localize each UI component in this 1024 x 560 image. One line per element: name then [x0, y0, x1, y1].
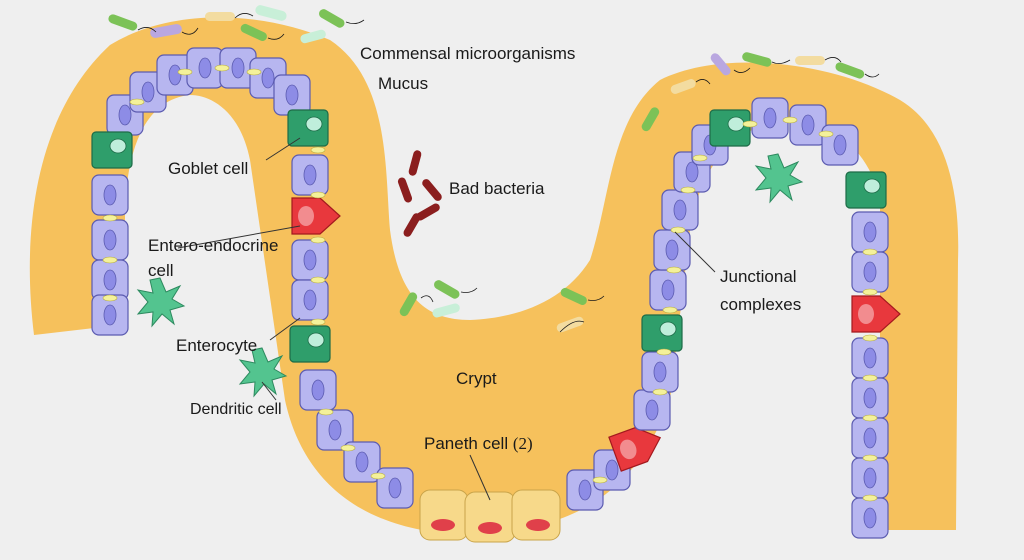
bad-bacteria	[396, 149, 444, 239]
label-entero-endocrine-line1: Entero-endocrine	[148, 236, 279, 255]
leader-lines	[177, 137, 716, 501]
label-entero-endocrine-line2: cell	[148, 261, 174, 280]
label-paneth-count: (2)	[512, 434, 533, 453]
label-commensal-microorganisms: Commensal microorganisms	[360, 44, 576, 63]
label-goblet-cell: Goblet cell	[168, 159, 249, 178]
label-paneth-cell: Paneth cell (2)	[424, 434, 533, 454]
dendritic-cell-left	[137, 277, 185, 327]
label-junctional-line2: complexes	[720, 295, 802, 314]
paneth-cells	[419, 489, 561, 543]
label-bad-bacteria: Bad bacteria	[449, 179, 545, 198]
label-dendritic-cell: Dendritic cell	[190, 401, 282, 418]
label-paneth-cell-text: Paneth cell	[424, 434, 509, 453]
label-enterocyte: Enterocyte	[176, 336, 258, 355]
label-crypt: Crypt	[456, 369, 497, 388]
dendritic-cell-right	[755, 153, 803, 203]
label-junctional-line1: Junctional	[720, 267, 797, 286]
commensal-microorganisms	[108, 5, 880, 333]
label-mucus: Mucus	[378, 74, 429, 93]
